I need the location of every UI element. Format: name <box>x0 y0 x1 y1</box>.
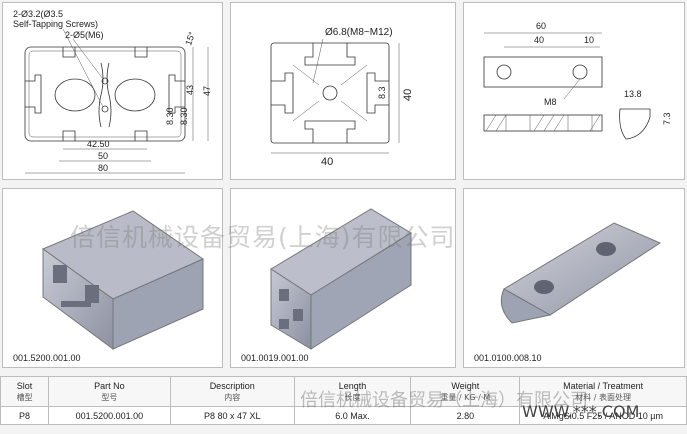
nut-plate-render <box>500 222 662 324</box>
dim-40-horizontal: 40 <box>321 156 333 168</box>
cell-slot: P8 <box>0 406 49 425</box>
product-panel-1: 001.5200.001.00 <box>2 188 223 368</box>
dim-80: 80 <box>98 163 108 173</box>
dim-50: 50 <box>98 151 108 161</box>
dim-angle: 15° <box>183 30 197 47</box>
drawing-panel-nut-plate: 60 40 10 M8 13.8 7.3 <box>463 2 685 180</box>
product-panel-2: 001.0019.001.00 <box>230 188 456 368</box>
dim-60: 60 <box>536 21 546 31</box>
product-code: 001.5200.001.00 <box>13 353 81 363</box>
dim-8-30-b: 8.30 <box>179 107 189 125</box>
nut-plate-drawing: 60 40 10 M8 13.8 7.3 <box>483 21 672 140</box>
drawing-panel-profile-40x40: Ø6.8(M8~M12) 8.3 40 40 <box>230 2 456 180</box>
dim-10: 10 <box>584 35 594 45</box>
dim-screw-holes: 2-Ø3.2(Ø3.5 <box>13 9 63 19</box>
cell-length: 6.0 Max. <box>293 406 412 425</box>
profile-80x47-render <box>41 210 205 350</box>
dim-m6-holes: 2-Ø5(M6) <box>65 30 104 40</box>
dim-40-vertical: 40 <box>402 89 414 101</box>
product-panel-3: 001.0100.008.10 <box>463 188 685 368</box>
dim-13-8: 13.8 <box>624 89 642 99</box>
dim-m8: M8 <box>544 97 557 107</box>
dim-7-3: 7.3 <box>662 112 672 125</box>
profile-80x47-drawing: 2-Ø3.2(Ø3.5 Self-Tapping Screws) 2-Ø5(M6… <box>13 9 212 174</box>
cell-part-no: 001.5200.001.00 <box>47 406 171 425</box>
dim-bore: Ø6.8(M8~M12) <box>325 27 393 38</box>
cell-material: AlMgSi0.5 F25 / ANOD 10 µm <box>519 406 687 425</box>
product-code: 001.0100.008.10 <box>474 353 542 363</box>
dim-40: 40 <box>534 35 544 45</box>
dim-8-30-a: 8.30 <box>165 107 175 125</box>
cell-description: P8 80 x 47 XL <box>169 406 295 425</box>
dim-screw-note: Self-Tapping Screws) <box>13 19 98 29</box>
table-row: P8 001.5200.001.00 P8 80 x 47 XL 6.0 Max… <box>0 406 687 425</box>
dim-43: 43 <box>185 85 195 95</box>
cell-weight: 2.80 <box>410 406 521 425</box>
profile-40x40-render <box>270 208 412 350</box>
profile-40x40-drawing: Ø6.8(M8~M12) 8.3 40 40 <box>270 27 414 168</box>
product-code: 001.0019.001.00 <box>241 353 309 363</box>
dim-8-3: 8.3 <box>377 86 387 99</box>
dim-42-50: 42.50 <box>87 139 110 149</box>
drawing-panel-profile-80x47: 2-Ø3.2(Ø3.5 Self-Tapping Screws) 2-Ø5(M6… <box>2 2 223 180</box>
dim-47: 47 <box>202 86 212 96</box>
